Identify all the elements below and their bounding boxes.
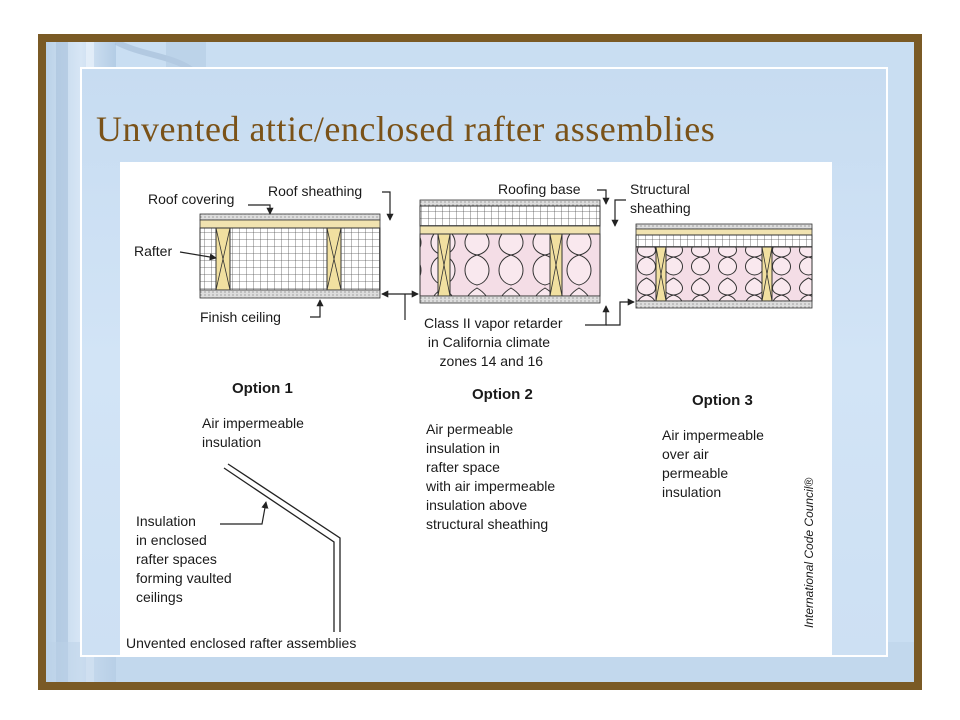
option-3-section-drawing [635, 223, 813, 309]
option-1-title: Option 1 [232, 380, 293, 397]
label-roof-covering: Roof covering [148, 191, 235, 207]
label-structural-sheathing: Structural sheathing [630, 181, 691, 216]
label-finish-ceiling: Finish ceiling [200, 309, 281, 325]
option-2-description: Air permeable insulation in rafter space… [426, 421, 556, 532]
slide-title: Unvented attic/enclosed rafter assemblie… [96, 109, 716, 149]
label-roof-sheathing: Roof sheathing [268, 183, 363, 199]
option-3-description: Air impermeable over air permeable insul… [662, 427, 764, 500]
figure-caption: Unvented enclosed rafter assemblies [126, 635, 357, 651]
option-2-section-drawing [419, 199, 601, 304]
label-rafter: Rafter [134, 243, 173, 259]
leader-lines [179, 189, 635, 525]
assembly-drawings [179, 189, 813, 632]
option-2-title: Option 2 [472, 386, 533, 403]
label-roofing-base: Roofing base [498, 181, 581, 197]
figure-credit: International Code Council® [802, 477, 816, 628]
option-3-title: Option 3 [692, 392, 753, 409]
vaulted-ceiling-sketch [223, 463, 341, 632]
vaulted-ceiling-label: Insulation in enclosed rafter spaces for… [136, 513, 232, 605]
option-1-description: Air impermeable insulation [202, 415, 304, 450]
rafter-assembly-figure: Roof covering Roof sheathing Rafter Fini… [120, 162, 832, 656]
label-vapor-retarder: Class II vapor retarder in California cl… [424, 315, 563, 369]
option-1-section-drawing [199, 213, 381, 299]
